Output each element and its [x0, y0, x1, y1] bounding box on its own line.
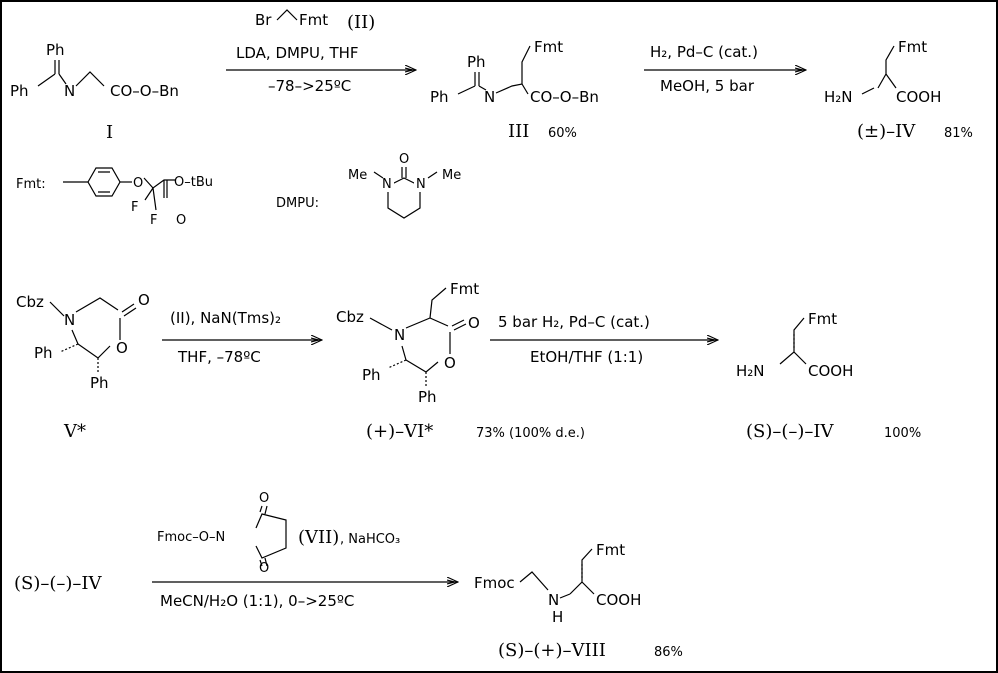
tbu-ester: O–tBu — [174, 175, 213, 190]
step2-conditions-bottom: MeOH, 5 bar — [660, 77, 755, 95]
step4-conditions-top: 5 bar H₂, Pd–C (cat.) — [498, 313, 650, 331]
fluorine-2: F — [150, 213, 157, 228]
ring-oxygen: O — [116, 339, 128, 357]
n-atom: N — [394, 326, 405, 344]
yield-VIII: 86% — [654, 645, 683, 660]
cooh-group: COOH — [808, 362, 853, 380]
reagent-II: Br Fmt (II) — [255, 9, 375, 33]
yield-IV-S: 100% — [884, 426, 921, 441]
h2n-group: H₂N — [736, 362, 765, 380]
label-IV-racemic: (±)–IV — [857, 121, 916, 142]
n-atom: N — [64, 82, 75, 100]
succinimide-oxygen-bottom: O — [259, 561, 269, 576]
br-atom: Br — [255, 11, 272, 29]
cbz-group: Cbz — [336, 308, 364, 326]
fmt-group: Fmt — [898, 38, 927, 56]
ring-oxygen: O — [444, 354, 456, 372]
compound-III: Fmt Ph Ph N CO–O–Bn III 60% — [430, 38, 599, 142]
yield-III: 60% — [548, 126, 577, 141]
label-III: III — [508, 121, 529, 142]
ph-top: Ph — [46, 41, 65, 59]
fmt-group: Fmt — [596, 541, 625, 559]
phenyl-2: Ph — [90, 374, 109, 392]
label-VIII: (S)–(+)–VIII — [498, 640, 606, 661]
n-atom: N — [484, 88, 495, 106]
n-atom: N — [64, 311, 75, 329]
ester-chain: CO–O–Bn — [110, 82, 179, 100]
step2-conditions-top: H₂, Pd–C (cat.) — [650, 43, 758, 61]
cbz-group: Cbz — [16, 293, 44, 311]
step3-conditions-top: (II), NaN(Tms)₂ — [170, 309, 281, 327]
fluorine-1: F — [131, 200, 138, 215]
step1-conditions-bottom: –78–>25ºC — [268, 77, 351, 95]
n-right: N — [416, 177, 426, 192]
compound-VI: Fmt Cbz N O O Ph Ph (+)–VI* 73% (100% d.… — [336, 280, 585, 442]
step5-conditions-bottom: MeCN/H₂O (1:1), 0–>25ºC — [160, 592, 354, 610]
h2n-group: H₂N — [824, 88, 853, 106]
label-V: V* — [63, 421, 86, 442]
carbonyl-oxygen: O — [468, 314, 480, 332]
ph-left: Ph — [430, 88, 449, 106]
fmt-group: Fmt — [450, 280, 479, 298]
n-hydrogen: H — [552, 608, 563, 626]
n-atom: N — [548, 591, 559, 609]
dmpu-label: DMPU: — [276, 196, 319, 211]
start-compound-IV-S: (S)–(–)–IV — [14, 573, 103, 594]
label-IV-S: (S)–(–)–IV — [746, 421, 835, 442]
yield-IV-racemic: 81% — [944, 126, 973, 141]
fmt-group: Fmt — [534, 38, 563, 56]
reagent-tag-VII: (VII) — [298, 527, 339, 548]
ether-oxygen: O — [133, 176, 143, 191]
dmpu-carbonyl-oxygen: O — [399, 152, 409, 167]
compound-V: Cbz N O O Ph Ph V* — [16, 291, 150, 442]
carbonyl-oxygen: O — [176, 213, 186, 228]
carbonyl-oxygen: O — [138, 291, 150, 309]
step1-conditions-top: LDA, DMPU, THF — [236, 44, 359, 62]
dmpu-structure: DMPU: O N N Me Me — [276, 152, 461, 219]
compound-I: Ph Ph N CO–O–Bn I — [10, 41, 179, 143]
base-nahco3: , NaHCO₃ — [340, 532, 400, 547]
fmoc-group: Fmoc — [474, 574, 515, 592]
label-I: I — [106, 122, 113, 143]
phenyl-1: Ph — [362, 366, 381, 384]
step3-conditions-bottom: THF, –78ºC — [177, 348, 261, 366]
fmt-structure: Fmt: O O–tBu F F O — [16, 167, 213, 228]
fmt-label: Fmt: — [16, 177, 46, 192]
ph-top: Ph — [467, 53, 486, 71]
phenyl-2: Ph — [418, 388, 437, 406]
phenyl-1: Ph — [34, 344, 53, 362]
reagent-tag-II: (II) — [347, 12, 375, 33]
cooh-group: COOH — [896, 88, 941, 106]
ester-chain: CO–O–Bn — [530, 88, 599, 106]
methyl-left: Me — [348, 168, 367, 183]
fmt-group: Fmt — [808, 310, 837, 328]
compound-IV-racemic: Fmt H₂N COOH (±)–IV 81% — [824, 38, 973, 142]
yield-VI: 73% (100% d.e.) — [476, 426, 585, 441]
cooh-group: COOH — [596, 591, 641, 609]
ph-left: Ph — [10, 82, 29, 100]
compound-IV-S: Fmt H₂N COOH (S)–(–)–IV 100% — [736, 310, 921, 442]
fmoc-o-n: Fmoc–O–N — [157, 530, 225, 545]
n-left: N — [382, 177, 392, 192]
reagent-VII: Fmoc–O–N O O (VII) , NaHCO₃ — [157, 491, 400, 576]
succinimide-oxygen-top: O — [259, 491, 269, 506]
step4-conditions-bottom: EtOH/THF (1:1) — [530, 348, 643, 366]
fmt-group: Fmt — [299, 11, 328, 29]
methyl-right: Me — [442, 168, 461, 183]
label-VI: (+)–VI* — [366, 421, 433, 442]
compound-VIII: Fmt Fmoc N H COOH (S)–(+)–VIII 86% — [474, 541, 683, 661]
